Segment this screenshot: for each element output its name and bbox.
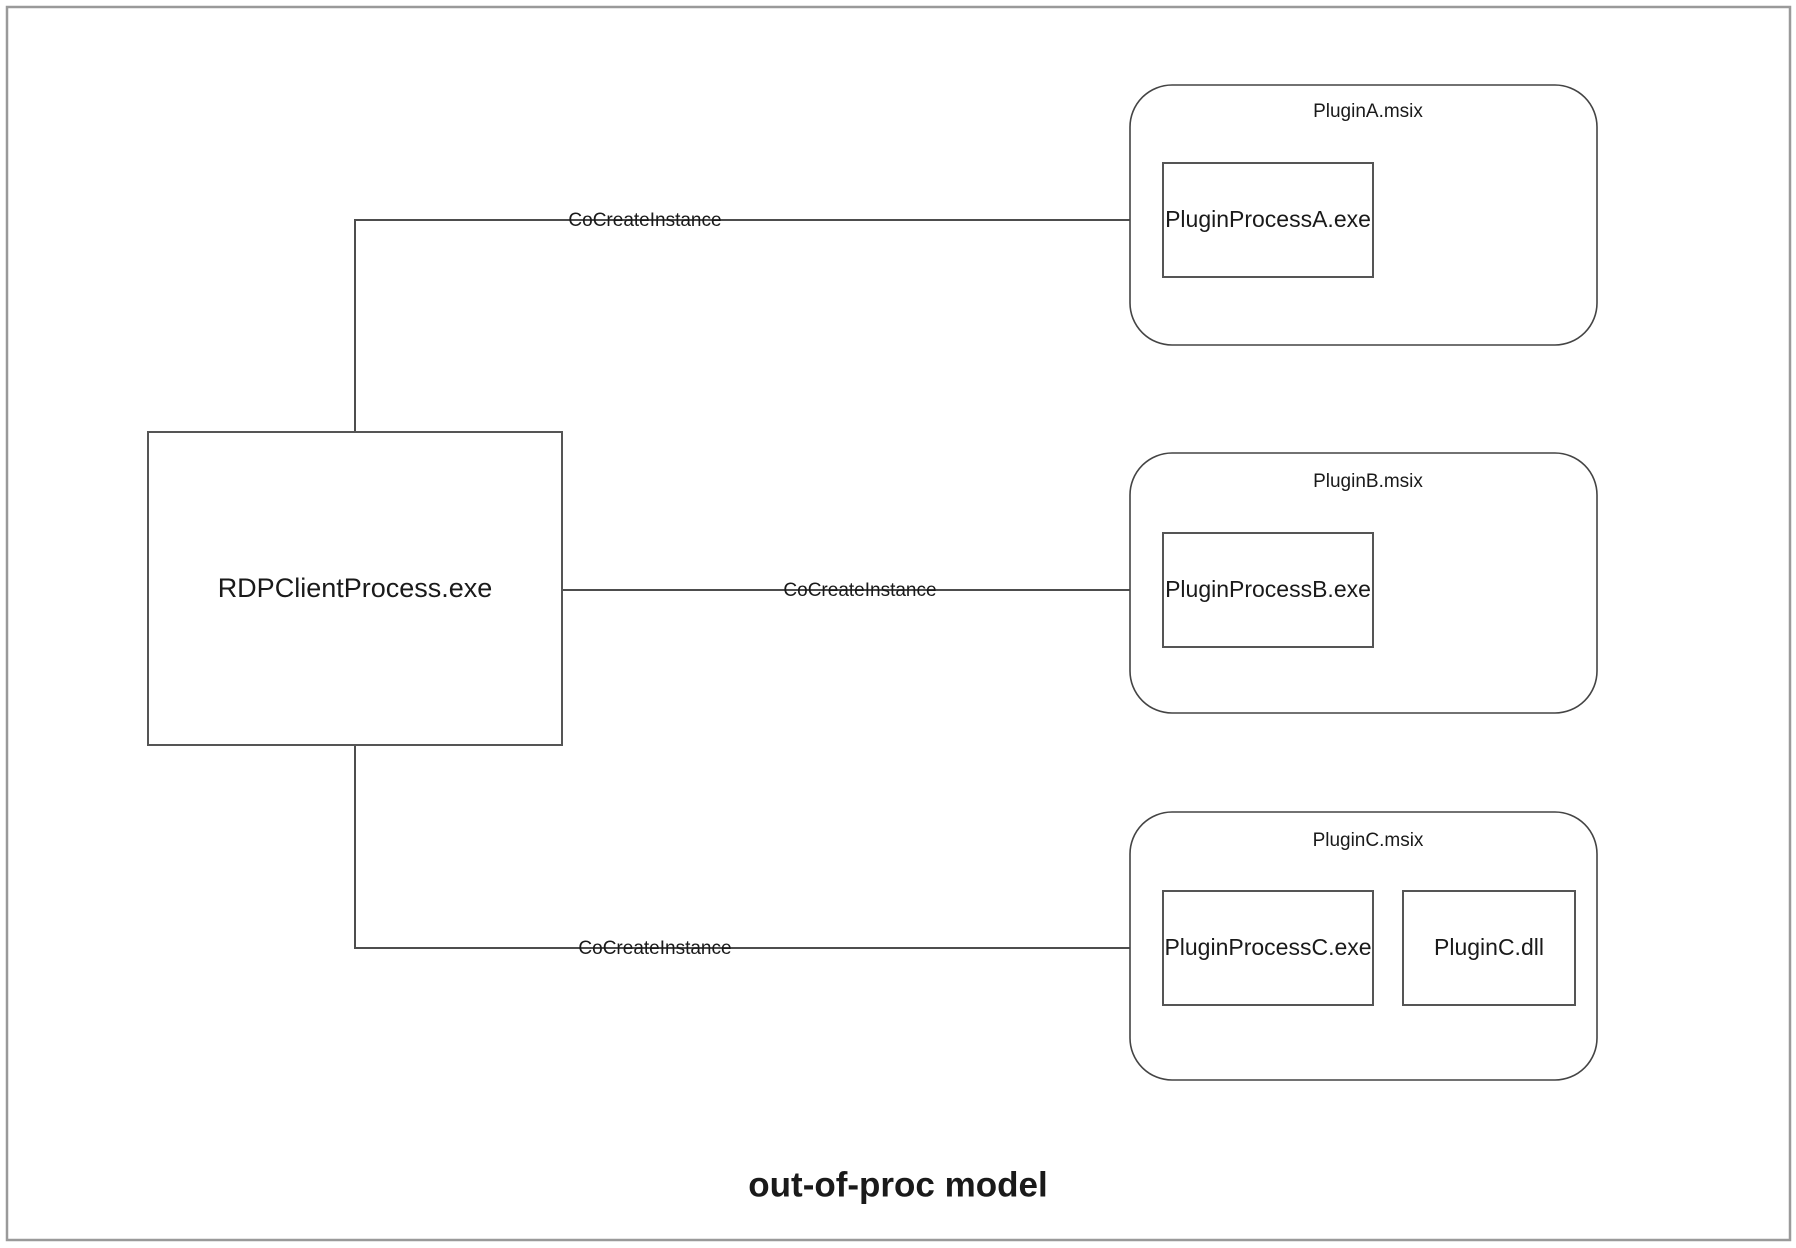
edge-label-plugin-c: CoCreateInstance [578, 938, 731, 959]
node-plugin-process-a[interactable] [1162, 162, 1374, 278]
node-plugin-process-c-label: PluginProcessC.exe [1164, 934, 1371, 960]
node-plugin-process-b[interactable] [1162, 532, 1374, 648]
node-rdp-client-process[interactable] [147, 431, 563, 746]
node-plugin-process-c[interactable] [1162, 890, 1374, 1006]
group-plugin-c-label: PluginC.msix [1313, 830, 1424, 851]
node-rdp-client-process-label: RDPClientProcess.exe [218, 573, 493, 603]
node-plugin-c-dll[interactable] [1402, 890, 1576, 1006]
group-plugin-b-label: PluginB.msix [1313, 471, 1423, 492]
diagram-title: out-of-proc model [748, 1165, 1047, 1204]
node-plugin-process-a-label: PluginProcessA.exe [1165, 206, 1371, 232]
node-plugin-process-b-label: PluginProcessB.exe [1165, 576, 1371, 602]
node-plugin-c-dll-label: PluginC.dll [1434, 934, 1544, 960]
edge-label-plugin-a: CoCreateInstance [568, 210, 721, 231]
connector-to-plugin-c [354, 745, 1150, 949]
group-plugin-a-label: PluginA.msix [1313, 101, 1423, 122]
edge-label-plugin-b: CoCreateInstance [783, 580, 936, 601]
connector-to-plugin-a [354, 219, 1150, 432]
